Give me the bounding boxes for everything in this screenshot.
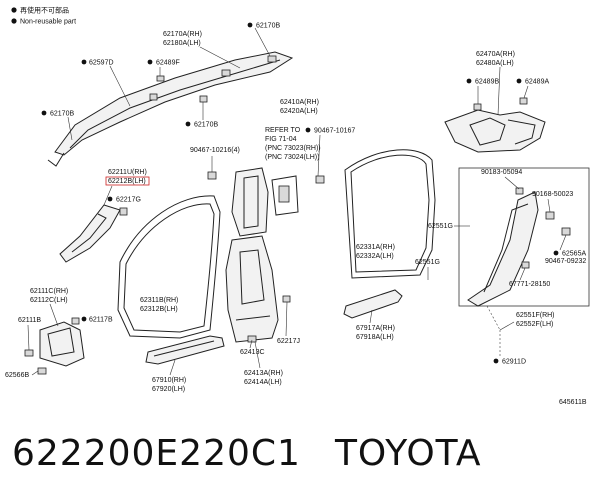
label-90467-09232: 90467-09232 [545, 258, 586, 265]
label-62117B: 62117B [89, 317, 113, 324]
legend-item-1: 再使用不可部品 [20, 6, 69, 15]
legend: 再使用不可部品 Non-reusable part [11, 6, 76, 26]
filled-dot-icon [11, 7, 17, 13]
label-62551G-b: 62551G [415, 259, 440, 266]
rear-door-weatherstrip [344, 149, 436, 279]
label-62332A: 62332A(LH) [356, 253, 394, 260]
parts-diagram: 再使用不可部品 Non-reusable part 62170B 62170A(… [5, 6, 590, 406]
label-62552F: 62552F(LH) [516, 321, 553, 328]
non-reusable-dot-icon [305, 127, 311, 133]
non-reusable-dot-icon [516, 78, 522, 84]
label-67910: 67910(RH) [152, 377, 186, 384]
label-62489A: 62489A [525, 79, 549, 86]
legend-item-2: Non-reusable part [20, 19, 76, 26]
label-62217J: 62217J [277, 338, 300, 345]
non-reusable-dot-icon [41, 110, 47, 116]
label-62551F: 62551F(RH) [516, 312, 555, 319]
front-door-weatherstrip [117, 195, 221, 339]
label-67920: 67920(LH) [152, 386, 185, 393]
label-62420A: 62420A(LH) [280, 108, 318, 115]
label-62111B: 62111B [18, 317, 41, 324]
non-reusable-dot-icon [107, 196, 113, 202]
non-reusable-dot-icon [553, 250, 559, 256]
figure-code: 645611B [559, 399, 587, 406]
non-reusable-dot-icon [81, 59, 87, 65]
rear-quarter-lower-trim [467, 187, 571, 307]
filled-dot-icon [11, 18, 17, 24]
non-reusable-dot-icon [493, 358, 499, 364]
center-pillar-upper-garnish [207, 167, 325, 237]
label-62170B-mid: 62170B [194, 122, 218, 129]
roof-side-rail-garnish [47, 51, 294, 167]
label-62312B: 62312B(LH) [140, 306, 178, 313]
label-62170A: 62170A(RH) [163, 31, 202, 38]
label-62413C: 62413C [240, 349, 265, 356]
refer-line-1: REFER TO [265, 127, 301, 134]
label-62217G: 62217G [116, 197, 141, 204]
label-62170B-left: 62170B [50, 111, 74, 118]
label-62410A: 62410A(RH) [280, 99, 319, 106]
label-62212B: 62212B(LH) [108, 178, 146, 185]
label-62911D: 62911D [502, 359, 526, 366]
label-62180A: 62180A(LH) [163, 40, 201, 47]
center-pillar-lower-garnish [225, 235, 291, 343]
label-62566B: 62566B [5, 372, 29, 379]
clips-top [149, 55, 277, 103]
label-62597D: 62597D [89, 60, 114, 67]
footer-brand: TOYOTA [334, 433, 482, 474]
front-pillar-garnish [59, 204, 128, 263]
label-62551G-a: 62551G [428, 223, 453, 230]
label-62112C: 62112C(LH) [30, 297, 68, 304]
label-90183: 90183-05094 [481, 169, 522, 176]
label-62170B-top: 62170B [256, 23, 280, 30]
label-62489B: 62489B [475, 79, 499, 86]
non-reusable-dot-icon [81, 316, 87, 322]
label-62211U: 62211U(RH) [108, 169, 147, 176]
label-62480A: 62480A(LH) [476, 60, 514, 67]
detail-box [458, 167, 590, 307]
label-67771: 67771-28150 [509, 281, 550, 288]
footer-caption: 622200E220C1 TOYOTA [12, 433, 515, 474]
label-90467-10216: 90467-10216(4) [190, 147, 240, 154]
label-62565A: 62565A [562, 251, 586, 258]
label-62470A: 62470A(RH) [476, 51, 515, 58]
footer-part-number: 622200E220C1 [12, 433, 301, 474]
refer-line-3: (PNC 73023(RH)) [265, 145, 321, 152]
label-62414A: 62414A(LH) [244, 379, 282, 386]
label-62111C: 62111C(RH) [30, 288, 68, 295]
refer-line-2: FIG 71-04 [265, 136, 297, 143]
rear-quarter-upper-trim [444, 97, 546, 153]
front-scuff-plate [145, 335, 225, 365]
refer-line-4: (PNC 73024(LH)) [265, 154, 319, 161]
non-reusable-dot-icon [247, 22, 253, 28]
non-reusable-dot-icon [185, 121, 191, 127]
label-67918A: 67918A(LH) [356, 334, 394, 341]
label-62311B: 62311B(RH) [140, 297, 178, 304]
label-62413A: 62413A(RH) [244, 370, 283, 377]
label-62331A: 62331A(RH) [356, 244, 395, 251]
label-90467-10167: 90467-10167 [314, 128, 355, 135]
label-90168: 90168-50023 [532, 191, 573, 198]
label-67917A: 67917A(RH) [356, 325, 395, 332]
label-62489F: 62489F [156, 60, 180, 67]
non-reusable-dot-icon [147, 59, 153, 65]
non-reusable-dot-icon [466, 78, 472, 84]
highlight-box [105, 176, 150, 186]
rear-scuff-plate [343, 289, 403, 319]
cowl-side-trim [24, 317, 85, 375]
